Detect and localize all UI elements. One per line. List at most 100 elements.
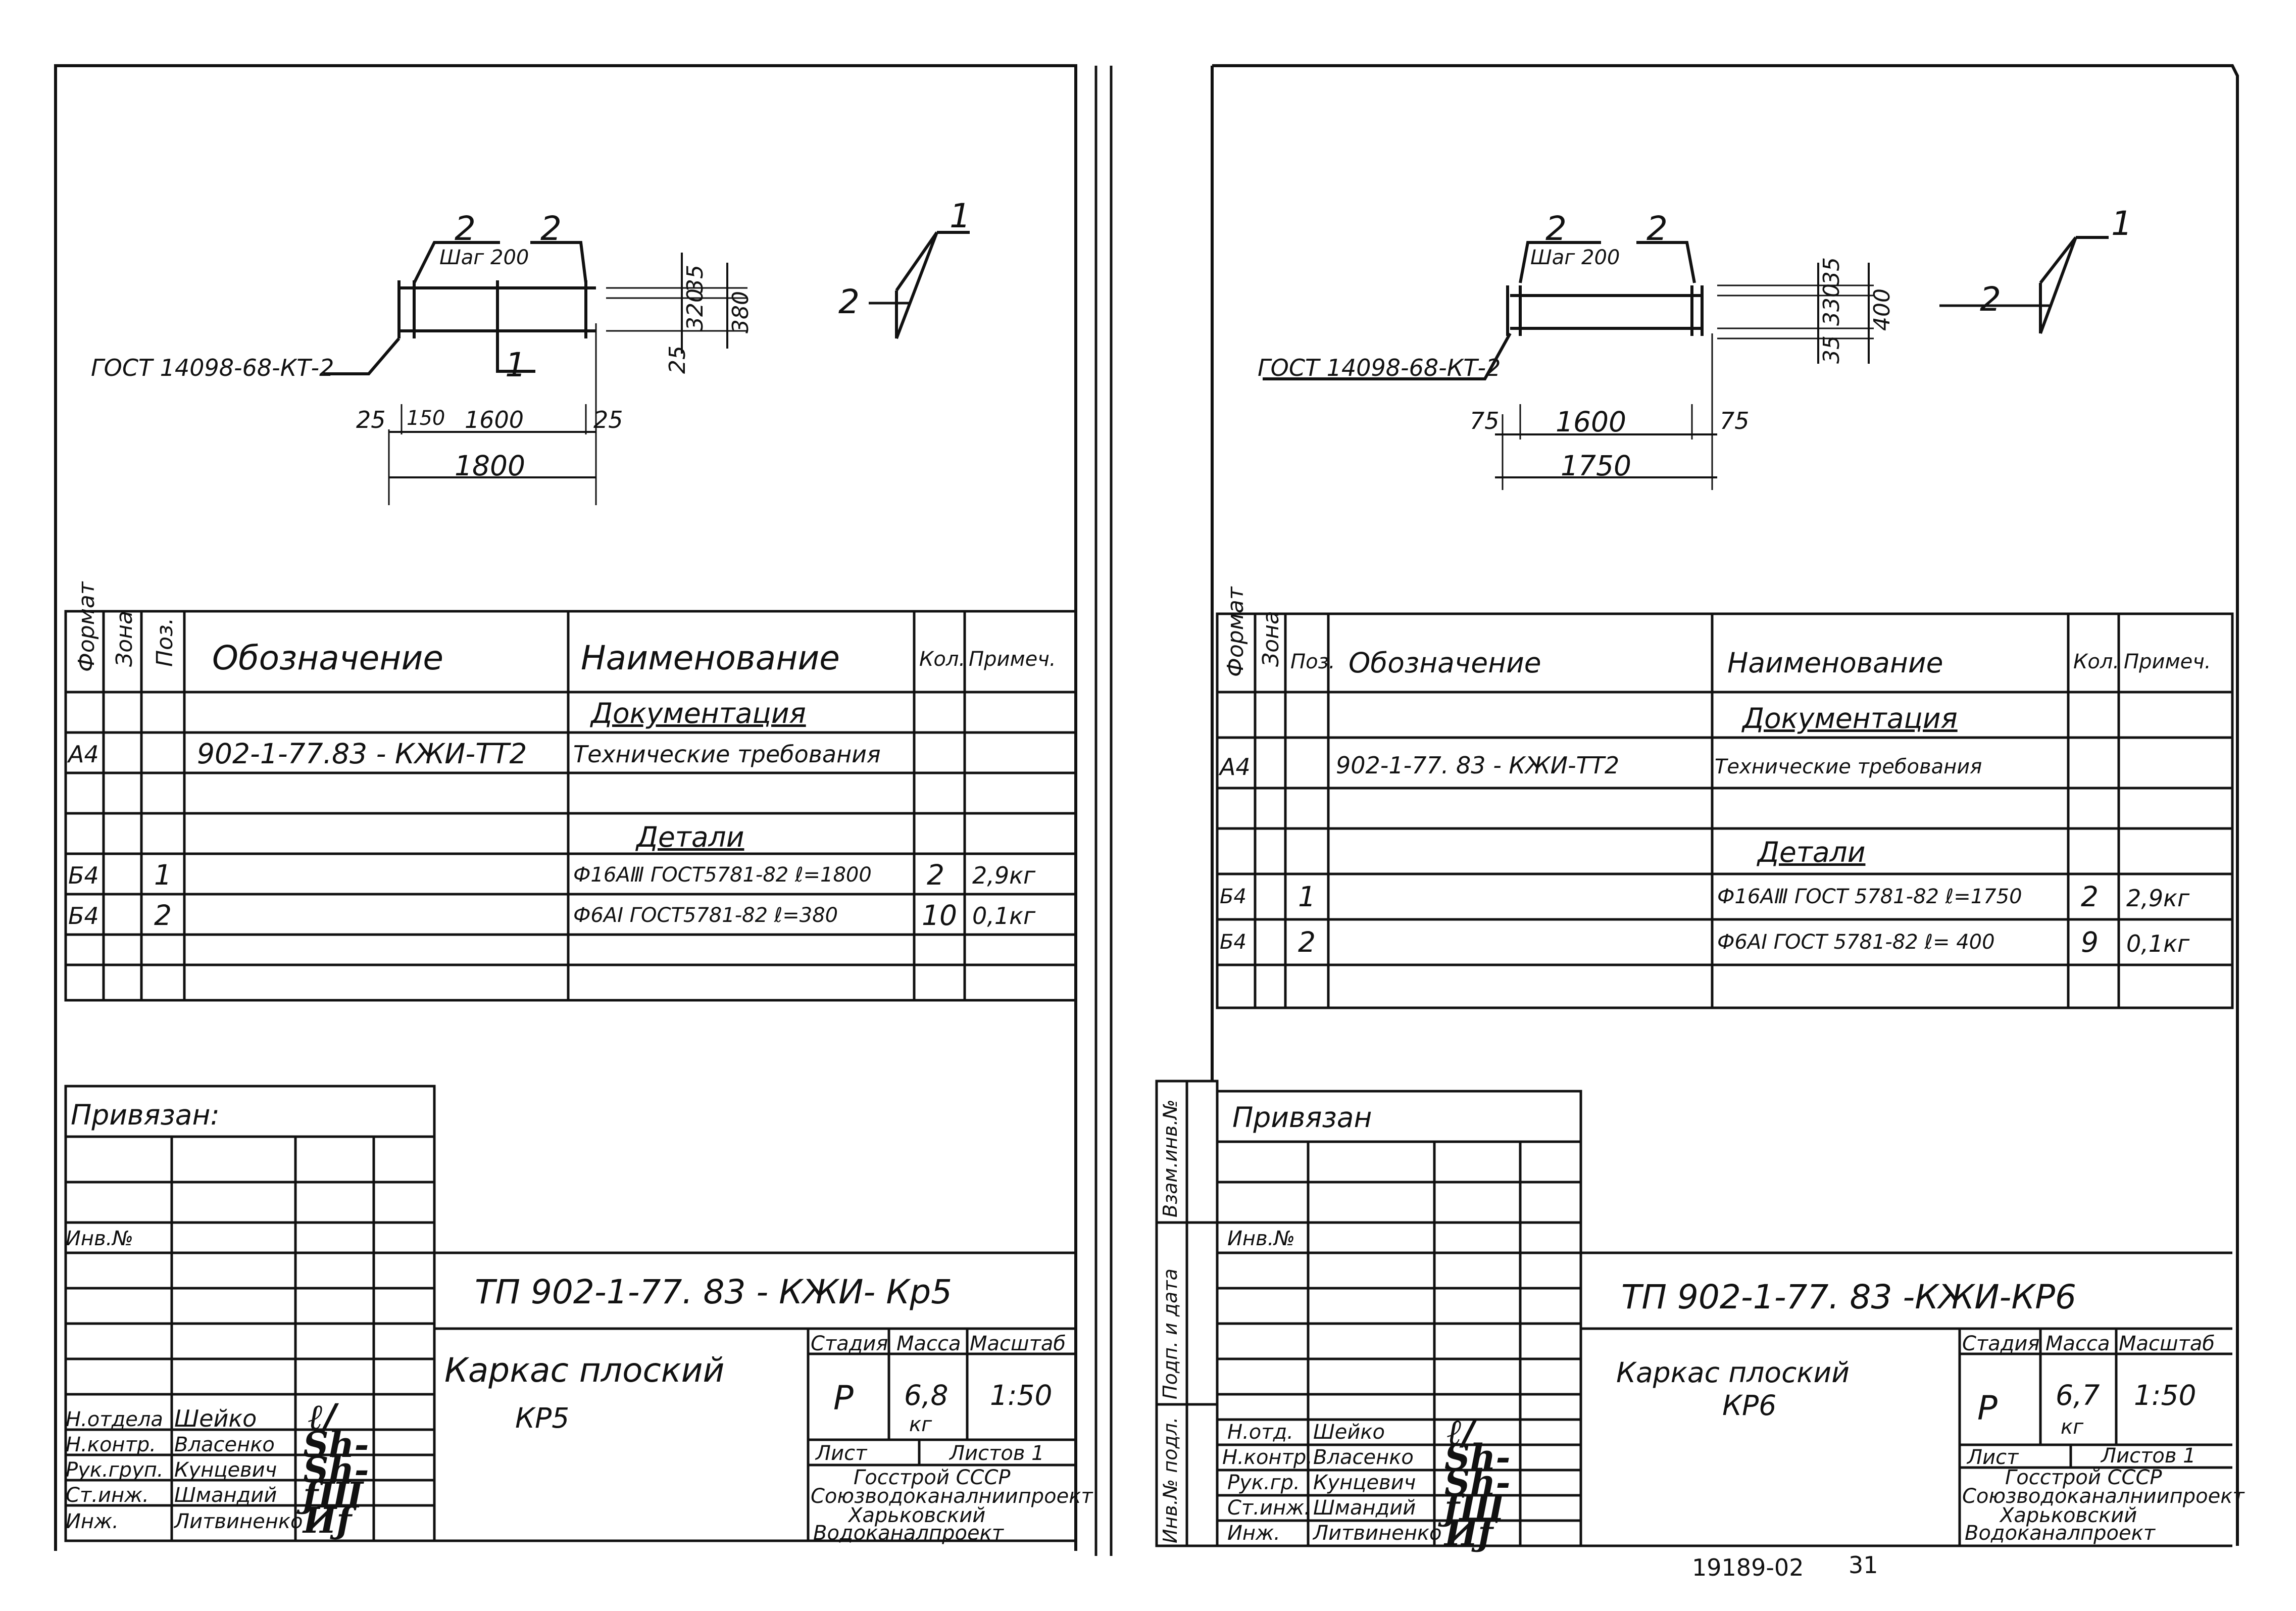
- person-role: Ст.инж.: [1227, 1496, 1311, 1520]
- hdr-qty: Кол.: [2073, 650, 2120, 673]
- hdr-format: Формат: [1223, 587, 1249, 677]
- section-2: 2: [838, 282, 860, 321]
- mass-value: 6,7: [2056, 1379, 2100, 1411]
- dim-total: 1750: [1561, 450, 1631, 482]
- hdr-format: Формат: [74, 581, 99, 672]
- person-name: Власенко: [1313, 1446, 1414, 1469]
- org-line: Водоканалпроект: [813, 1522, 1004, 1545]
- spec-row-pos: 1: [154, 859, 172, 891]
- signature-mark: Иƒ: [1444, 1512, 1493, 1554]
- dim-75-left: 75: [1470, 407, 1500, 434]
- leader-num: 2: [455, 209, 476, 248]
- sheets-label: Листов 1: [950, 1442, 1044, 1465]
- hdr-qty: Кол.: [919, 648, 966, 671]
- spec-row-note: 0,1кг: [2126, 930, 2190, 957]
- hdr-zone: Зона: [1258, 611, 1284, 667]
- signature-mark: ƒШ: [1444, 1487, 1505, 1529]
- spec-row-fmt: Б4: [1220, 885, 1246, 908]
- mass-label: Масса: [2045, 1332, 2110, 1355]
- leader-num-2: 2: [1646, 209, 1668, 248]
- stage-value: Р: [833, 1379, 854, 1418]
- spec-row-doc-header: Документация: [591, 697, 806, 729]
- person-name: Шейко: [174, 1405, 257, 1432]
- title-line1: Каркас плоский: [444, 1351, 725, 1390]
- person-name: Литвиненко: [1313, 1522, 1442, 1545]
- org-line: Союзводоканалниипроект: [1962, 1485, 2244, 1508]
- org-line: Харьковский: [2000, 1504, 2137, 1527]
- spec-row-name: Ф6АⅠ ГОСТ 5781-82 ℓ= 400: [1717, 931, 1995, 954]
- spec-row-fmt: А4: [68, 741, 99, 768]
- mass-label: Масса: [896, 1332, 961, 1355]
- hdr-name: Наименование: [581, 639, 840, 677]
- mass-unit: кг: [2061, 1415, 2084, 1439]
- title-line1: Каркас плоский: [1616, 1356, 1850, 1389]
- signature-mark: Иƒ: [303, 1499, 352, 1541]
- hdr-name: Наименование: [1727, 647, 1943, 679]
- person-name: Кунцевич: [1313, 1471, 1416, 1494]
- spec-row-name: Ф6АⅠ ГОСТ5781-82 ℓ=380: [573, 904, 838, 927]
- section-1: 1: [2111, 204, 2132, 243]
- dim-25-left: 25: [356, 406, 386, 433]
- person-role: Н.отд.: [1227, 1421, 1293, 1444]
- frame-kp5-geometry: [323, 231, 970, 505]
- hdr-note: Примеч.: [969, 648, 1056, 671]
- sheet-label: Лист: [816, 1442, 867, 1465]
- sheets-label: Листов 1: [2101, 1444, 2196, 1468]
- signature-mark: ℓ/: [1447, 1411, 1475, 1453]
- person-role: Рук.груп.: [66, 1458, 164, 1482]
- org-line: Водоканалпроект: [1965, 1522, 2156, 1545]
- spec-row-qty: 2: [2081, 881, 2099, 913]
- org-line: Харьковский: [848, 1504, 986, 1527]
- inv-label: Инв.№: [1227, 1227, 1295, 1250]
- person-role: Н.отдела: [66, 1408, 163, 1431]
- signature-mark: Sh-: [1444, 1436, 1511, 1478]
- frame-kp6-geometry: [1263, 236, 2109, 490]
- person-role: Н.контр.: [66, 1433, 156, 1456]
- org-line: Союзводоканалниипроект: [811, 1485, 1093, 1508]
- person-name: Власенко: [174, 1433, 275, 1456]
- spec-row-fmt: Б4: [1220, 931, 1246, 954]
- dim-1600: 1600: [1556, 406, 1626, 438]
- stage-label: Стадия: [811, 1332, 888, 1355]
- hdr-code: Обозначение: [1349, 647, 1541, 679]
- vdim-380: 380: [728, 291, 754, 333]
- spec-row-name: Ф16АⅢ ГОСТ5781-82 ℓ=1800: [573, 863, 872, 887]
- vdim-320: 320: [682, 288, 708, 331]
- signature-mark: ƒШ: [303, 1474, 363, 1516]
- spec-row-qty: 2: [927, 859, 944, 891]
- section-2: 2: [1980, 280, 2001, 319]
- inv-label: Инв.№: [66, 1227, 133, 1250]
- spec-row-fmt: Б4: [68, 862, 99, 889]
- leader-sub: Шаг 200: [439, 246, 529, 269]
- spec-row-doc-header: Документация: [1742, 702, 1958, 735]
- sheet-label: Лист: [1967, 1446, 2019, 1469]
- person-name: Шейко: [1313, 1421, 1385, 1444]
- side-label-inv: Инв.№ подл.: [1159, 1417, 1181, 1543]
- spec-row-details-header: Детали: [1758, 836, 1866, 868]
- footer-page: 31: [1849, 1551, 1878, 1579]
- spec-row-fmt: А4: [1220, 753, 1251, 780]
- spec-row-note: 2,9кг: [2126, 885, 2190, 912]
- privyazan-label: Привязан: [1232, 1101, 1372, 1134]
- side-label-vzam: Взам.инв.№: [1159, 1099, 1181, 1217]
- spec-row-qty: 9: [2081, 926, 2099, 958]
- person-name: Кунцевич: [174, 1458, 277, 1482]
- dim-150: 150: [407, 407, 445, 430]
- spec-row-note: 2,9кг: [972, 862, 1036, 889]
- person-name: Шмандий: [174, 1484, 277, 1507]
- leader-num-2: 2: [540, 209, 562, 248]
- person-role: Инж.: [1227, 1522, 1280, 1545]
- mass-value: 6,8: [904, 1379, 949, 1411]
- spec-row-code: 902-1-77.83 - КЖИ-ТТ2: [197, 738, 527, 770]
- signature-mark: Sh-: [303, 1449, 369, 1491]
- person-name: Шмандий: [1313, 1496, 1416, 1520]
- vdim-330: 330: [1819, 283, 1844, 326]
- dim-75-right: 75: [1720, 407, 1750, 434]
- hdr-pos: Поз.: [1290, 650, 1335, 673]
- stage-label: Стадия: [1962, 1332, 2040, 1355]
- section-1: 1: [950, 197, 971, 235]
- org-line: Госстрой СССР: [2005, 1466, 2162, 1489]
- vdim-400: 400: [1869, 288, 1895, 331]
- spec-row-pos: 1: [1298, 881, 1316, 913]
- vdim-25: 25: [665, 346, 690, 374]
